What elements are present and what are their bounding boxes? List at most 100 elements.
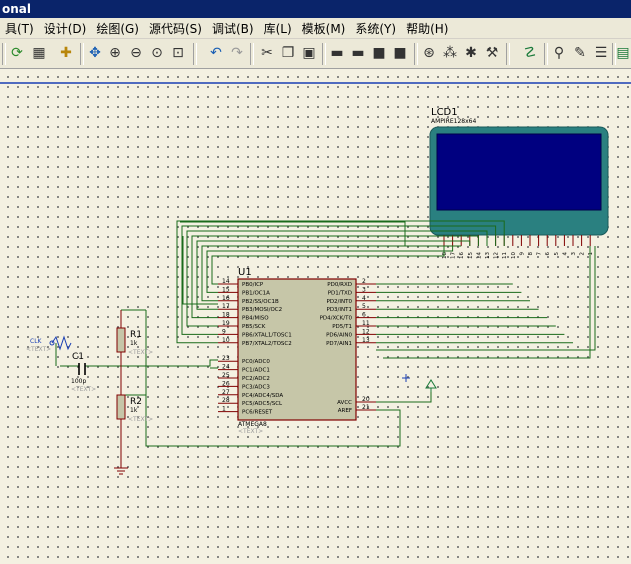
decompose-icon[interactable]: ⚒	[485, 45, 499, 61]
lcd-pin-number: 5	[554, 252, 560, 256]
mcu-body	[237, 278, 357, 421]
toolbar-separator	[612, 43, 616, 65]
toolbar-separator	[80, 43, 84, 65]
wire	[376, 392, 432, 403]
zoom-area-icon[interactable]: ⊡	[172, 45, 184, 61]
zoom-all-icon[interactable]: ⊙	[151, 45, 163, 61]
mcu-pin-number: 17	[222, 303, 230, 310]
mcu-pin-name: PD5/T1	[332, 324, 352, 330]
toolbar-separator	[506, 43, 510, 65]
lcd-pin-number: 17	[451, 252, 457, 259]
mcu-pin-name: PD1/TXD	[328, 290, 352, 296]
paste-icon[interactable]: ▣	[302, 45, 316, 61]
menu-design[interactable]: 设计(D)	[43, 21, 87, 36]
mcu-pin-number: 19	[222, 320, 230, 327]
wire	[145, 310, 401, 447]
zoom-in-icon[interactable]: ⊕	[109, 45, 121, 61]
mcu-pin-number: 28	[222, 397, 230, 404]
mcu-pin-name: PB0/ICP	[242, 282, 264, 288]
pick-device-icon[interactable]: ⊛	[423, 45, 435, 61]
mcu-pin-number: 23	[222, 355, 230, 362]
clock-source-icon[interactable]	[49, 335, 72, 351]
mcu-pin-number: 26	[222, 380, 230, 387]
mcu-pin-number: 9	[222, 328, 226, 335]
c1-component[interactable]	[78, 363, 86, 375]
mcu-pin-name: PD6/AIN0	[326, 332, 352, 338]
lcd-pin-number: 6	[545, 252, 551, 256]
menu-source[interactable]: 源代码(S)	[148, 21, 202, 36]
property-tool-icon[interactable]: ✎	[574, 45, 586, 61]
mcu-pin-number: 15	[222, 286, 230, 293]
r2-ref: R2	[130, 397, 142, 407]
menu-system[interactable]: 系统(Y)	[355, 21, 397, 36]
lcd-pin-number: 14	[476, 252, 482, 259]
copy-icon[interactable]: ❐	[281, 45, 295, 61]
wire	[180, 221, 406, 246]
lcd-pin-number: 8	[528, 252, 534, 256]
toolbar-separator	[193, 43, 197, 65]
block-delete-icon[interactable]: ■	[393, 45, 407, 61]
clk-ref: CLK	[30, 338, 43, 345]
power-terminal-icon[interactable]	[425, 379, 437, 392]
mcu-pin-number: 14	[222, 278, 230, 285]
refresh-icon[interactable]: ⟳	[11, 45, 23, 61]
export-icon[interactable]: ▤	[616, 45, 630, 61]
mcu-pin-name: PC1/ADC1	[242, 368, 270, 374]
zoom-out-icon[interactable]: ⊖	[130, 45, 142, 61]
crosshair-icon	[402, 374, 410, 382]
mcu-pin-number: 18	[222, 312, 230, 319]
mcu-pin-name: PC0/ADC0	[242, 359, 270, 365]
lcd-pin-number: 4	[562, 252, 568, 256]
grid-icon[interactable]: ▦	[32, 45, 46, 61]
lcd-pin-number: 3	[571, 252, 577, 256]
netlist-icon[interactable]: ☰	[594, 45, 608, 61]
r2-body	[116, 394, 126, 420]
wire	[182, 236, 218, 305]
menu-template[interactable]: 模板(M)	[301, 21, 346, 36]
mcu-pin-name: PB7/XTAL2/TOSC2	[242, 341, 292, 347]
menu-debug[interactable]: 调试(B)	[211, 21, 254, 36]
block-move-icon[interactable]: ▬	[351, 45, 365, 61]
mcu-pin-name: PB2/SS/OC1B	[242, 299, 279, 305]
lcd-pin-number: 18	[442, 252, 448, 259]
lcd-ref: LCD1	[431, 107, 458, 118]
wire	[191, 235, 479, 319]
undo-icon[interactable]: ↶	[210, 45, 222, 61]
cut-icon[interactable]: ✂	[261, 45, 273, 61]
r1-ref: R1	[130, 330, 142, 340]
mcu-pin-number: 12	[362, 328, 370, 335]
make-device-icon[interactable]: ⁂	[443, 45, 457, 61]
package-icon[interactable]: ✱	[465, 45, 477, 61]
mcu-pin-number: 6	[362, 312, 366, 319]
wire	[206, 246, 454, 293]
menu-tools[interactable]: 具(T)	[5, 21, 34, 36]
menu-help[interactable]: 帮助(H)	[406, 21, 449, 36]
r2-component[interactable]	[116, 394, 126, 468]
mcu-pin-name: PC4/ADC4/SDA	[242, 393, 283, 399]
pan-icon[interactable]: ✥	[89, 45, 101, 61]
r1-value: 1k	[130, 340, 138, 347]
mcu-pin-name: PD4/XCK/T0	[320, 316, 353, 322]
wires	[55, 220, 596, 447]
menu-graph[interactable]: 绘图(G)	[96, 21, 139, 36]
r1-component[interactable]	[116, 310, 126, 395]
redo-icon[interactable]: ↷	[231, 45, 243, 61]
mcu-right-pins: 2PD0/RXD3PD1/TXD4PD2/INT05PD3/INT16PD4/X…	[320, 278, 376, 414]
lcd-pin-number: 7	[537, 252, 543, 256]
mcu-ref: U1	[238, 267, 252, 278]
wire-autoroute-icon[interactable]: ☡	[523, 45, 537, 61]
origin-icon[interactable]: ✚	[60, 45, 72, 61]
wire	[186, 230, 488, 327]
block-rotate-icon[interactable]: ■	[372, 45, 386, 61]
c1-text: <TEXT>	[71, 386, 96, 393]
mcu-pin-number: 5	[362, 303, 366, 310]
ground-icon[interactable]	[114, 467, 128, 475]
search-icon[interactable]: ⚲	[553, 45, 565, 61]
menu-library[interactable]: 库(L)	[263, 21, 292, 36]
block-copy-icon[interactable]: ▬	[330, 45, 344, 61]
r1-body	[116, 327, 126, 353]
